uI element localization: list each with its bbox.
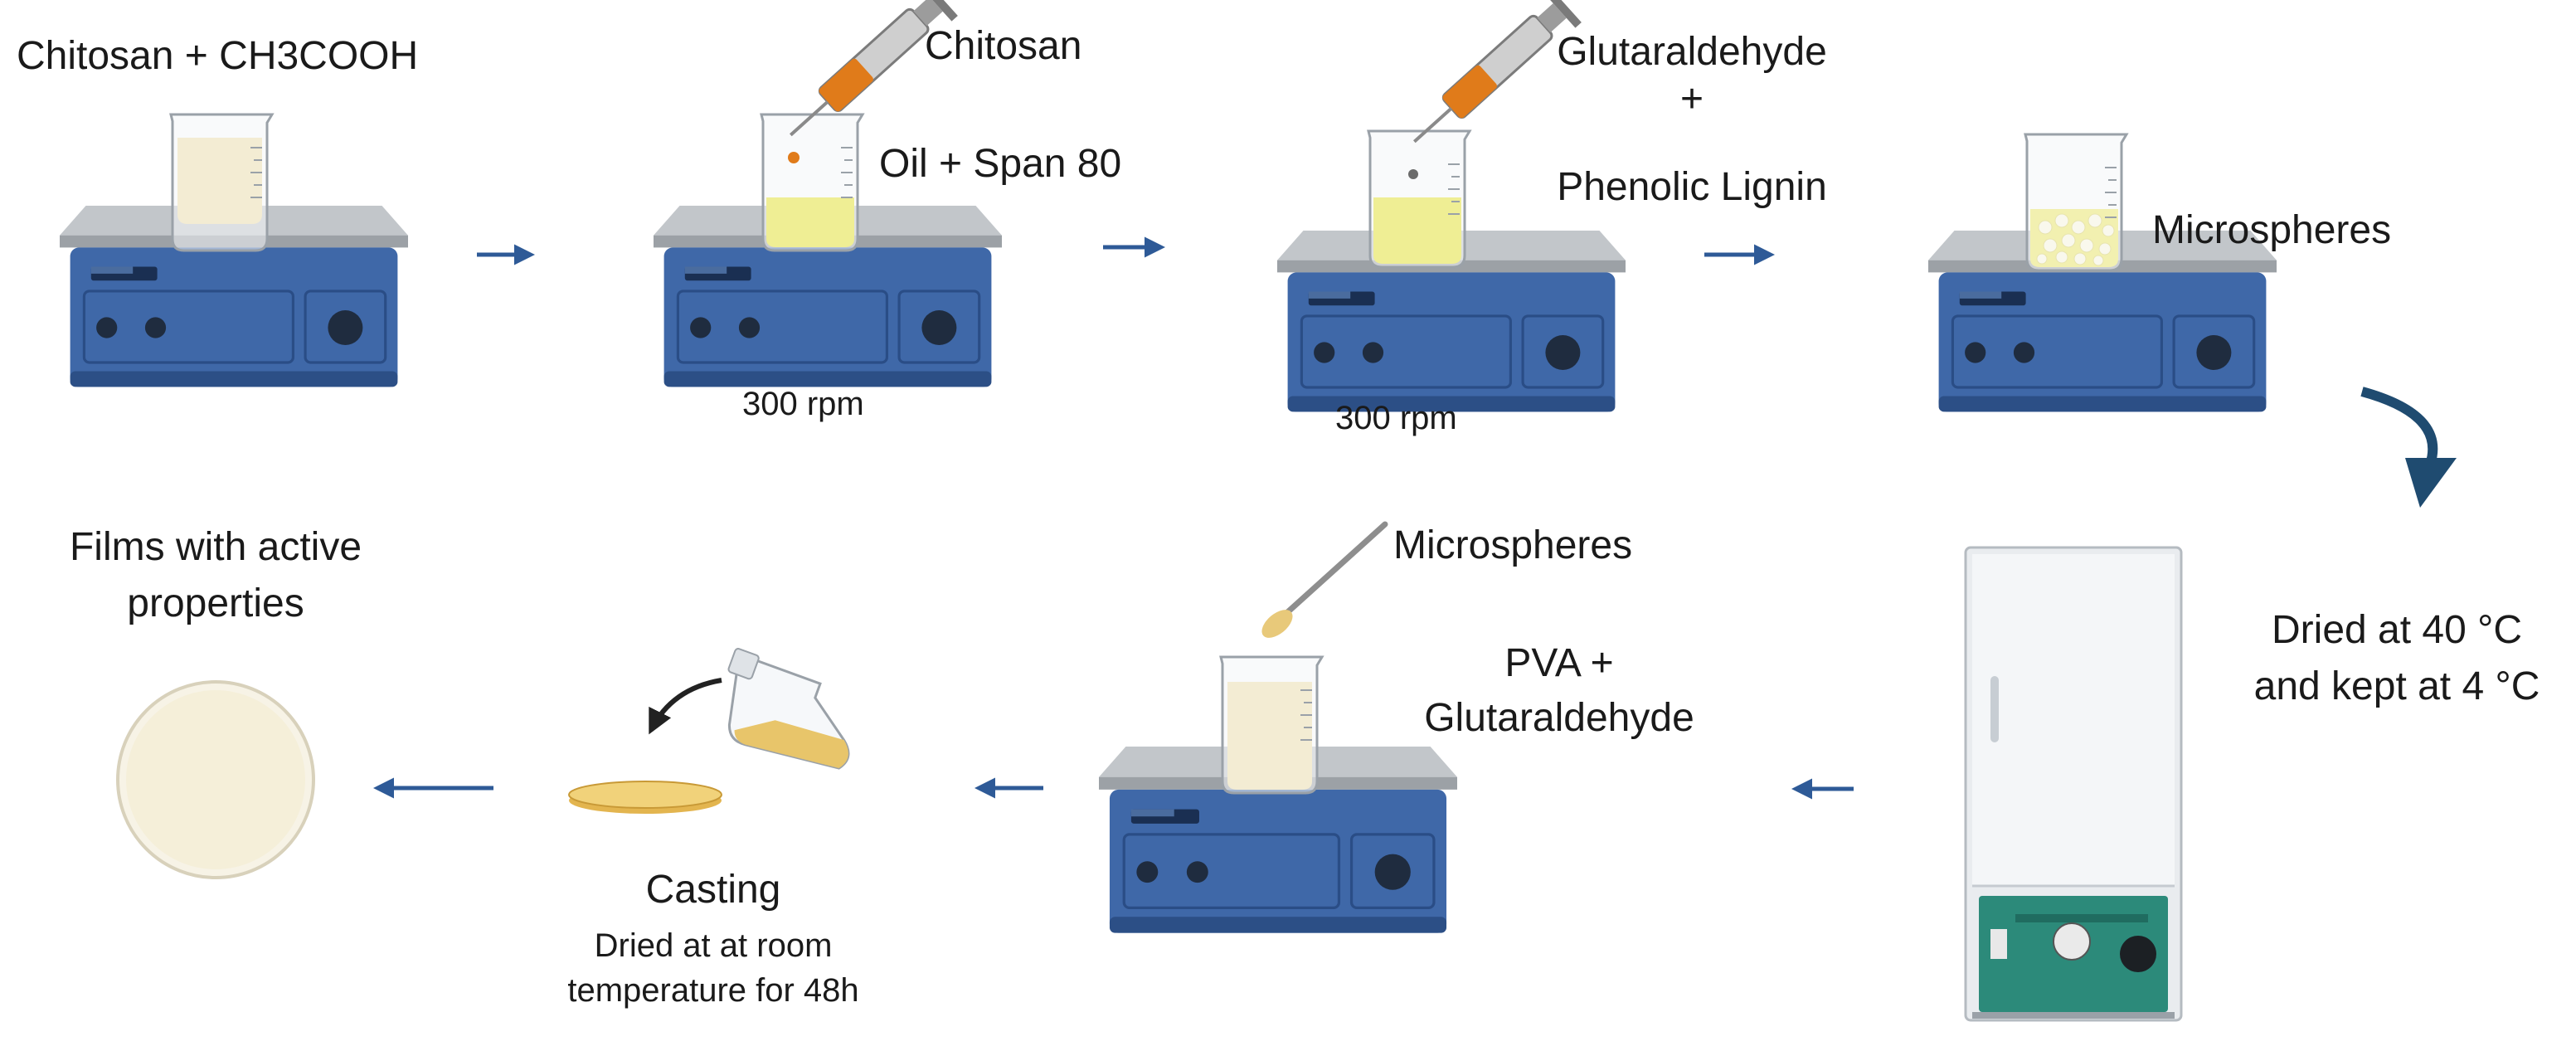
flask-icon <box>727 648 850 770</box>
step2-speed: 300 rpm <box>742 386 864 422</box>
step2-syringe-label: Chitosan <box>925 24 1082 68</box>
petri-dish-icon <box>116 680 315 879</box>
spatula-icon <box>1261 521 1388 638</box>
beaker-icon <box>1367 129 1471 269</box>
curved-arrow-icon <box>2360 387 2438 466</box>
step4-label: Microspheres <box>2152 208 2392 252</box>
step3-label-1: Glutaraldehyde <box>1557 30 1827 74</box>
step7-title: Casting <box>645 868 781 912</box>
step3-plus: + <box>1679 77 1704 121</box>
petri-dish-icon <box>568 781 722 814</box>
step3-speed: 300 rpm <box>1335 400 1457 436</box>
step6-line2: Glutaraldehyde <box>1424 696 1694 740</box>
step3-label-2: Phenolic Lignin <box>1557 165 1827 209</box>
beaker-icon <box>169 113 274 252</box>
step7-line2: temperature for 48h <box>567 972 859 1009</box>
step5-line2: and kept at 4 °C <box>2253 664 2540 708</box>
step8-line2: properties <box>127 581 304 625</box>
step5-line1: Dried at 40 °C <box>2272 608 2522 652</box>
step2-beaker-label: Oil + Span 80 <box>879 142 1122 186</box>
beaker-icon <box>2024 133 2128 272</box>
step6-spatula-label: Microspheres <box>1393 523 1633 567</box>
beaker-icon <box>1219 655 1324 795</box>
step7-line1: Dried at at room <box>594 927 833 964</box>
step1-label: Chitosan + CH3COOH <box>17 34 419 78</box>
beaker-icon <box>760 113 864 252</box>
oven-icon <box>1964 546 2183 1022</box>
step8-line1: Films with active <box>69 525 362 569</box>
step6-line1: PVA + <box>1504 641 1614 685</box>
